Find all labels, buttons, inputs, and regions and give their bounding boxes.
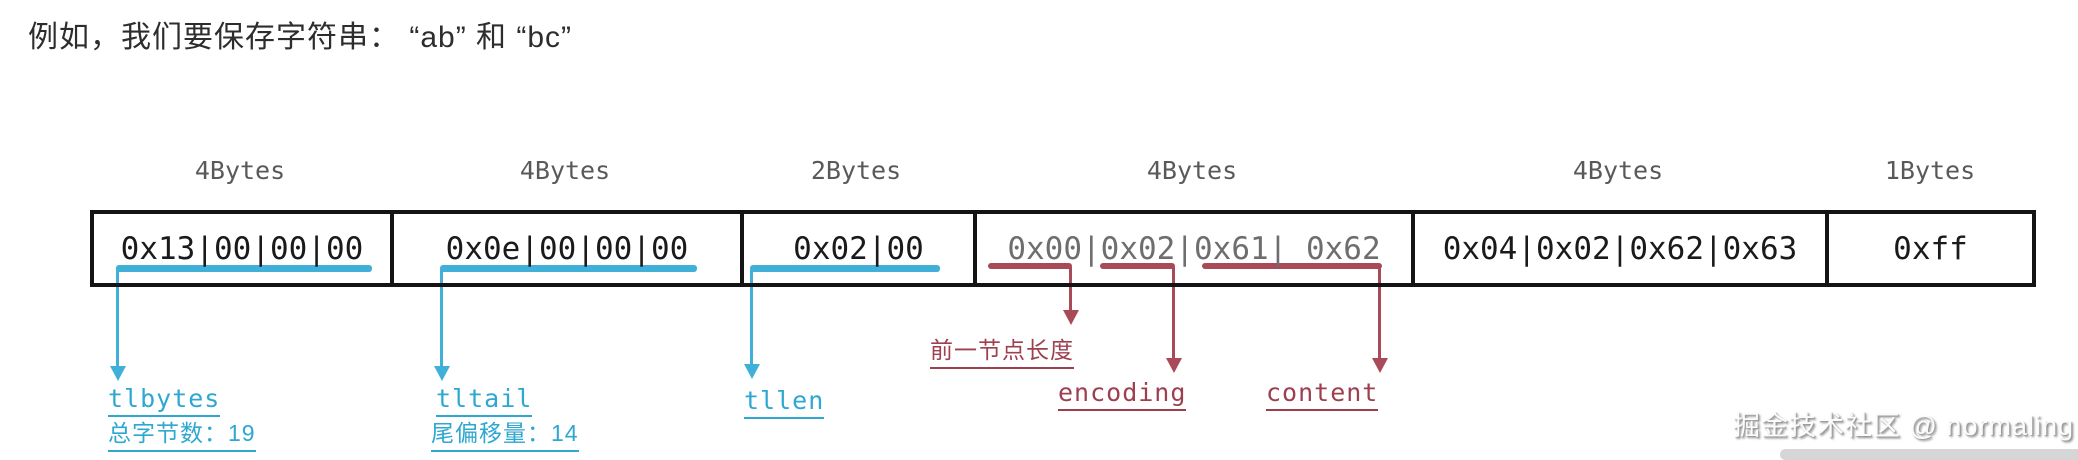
tllen-arrowhead-icon [744,364,760,379]
tltail-desc: 尾偏移量：14 [431,414,579,452]
content-arrow-line [1378,267,1381,359]
tlbytes-desc: 总字节数：19 [108,414,256,452]
size-label-tlbytes: 4Bytes [194,156,286,185]
tllen-underline [750,265,940,272]
prevlen-underline [988,263,1072,269]
tllen-label: tllen [744,386,825,419]
cell-tllen: 0x02|00 [744,214,977,283]
ziplist-byte-table: 0x13|00|00|00 0x0e|00|00|00 0x02|00 0x00… [90,210,2036,287]
prevlen-arrow-line [1069,267,1072,311]
size-label-entry1: 4Bytes [1146,156,1238,185]
size-label-end: 1Bytes [1884,156,1976,185]
cell-tlbytes: 0x13|00|00|00 [94,214,394,283]
tltail-arrowhead-icon [434,366,450,381]
tllen-arrow-line [750,270,753,364]
cell-tltail: 0x0e|00|00|00 [394,214,744,283]
size-label-tltail: 4Bytes [519,156,611,185]
content-underline [1202,263,1382,269]
encoding-arrow-line [1172,267,1175,359]
tlbytes-label: tlbytes [108,384,221,417]
page-title: 例如，我们要保存字符串： “ab” 和 “bc” [28,21,573,54]
tlbytes-underline [116,265,372,272]
tltail-label: tltail [436,384,533,417]
size-label-entry2: 4Bytes [1572,156,1664,185]
prevlen-label: 前一节点长度 [930,331,1074,369]
cell-entry2: 0x04|0x02|0x62|0x63 [1415,214,1829,283]
encoding-underline [1100,263,1175,269]
cell-end-marker: 0xff [1893,230,1968,267]
content-label: content [1266,378,1379,411]
prevlen-arrowhead-icon [1063,310,1079,325]
size-label-tllen: 2Bytes [810,156,902,185]
tltail-arrow-line [440,270,443,366]
encoding-label: encoding [1058,378,1187,411]
cell-entry1: 0x00|0x02|0x61| 0x62 [977,214,1415,283]
encoding-arrowhead-icon [1166,358,1182,373]
watermark: 掘金技术社区 @ normaling [1733,411,2074,441]
tlbytes-arrow-line [116,270,119,366]
tlbytes-arrowhead-icon [110,366,126,381]
content-arrowhead-icon [1372,358,1388,373]
bottom-strip [1780,449,2078,460]
tltail-underline [440,265,697,272]
